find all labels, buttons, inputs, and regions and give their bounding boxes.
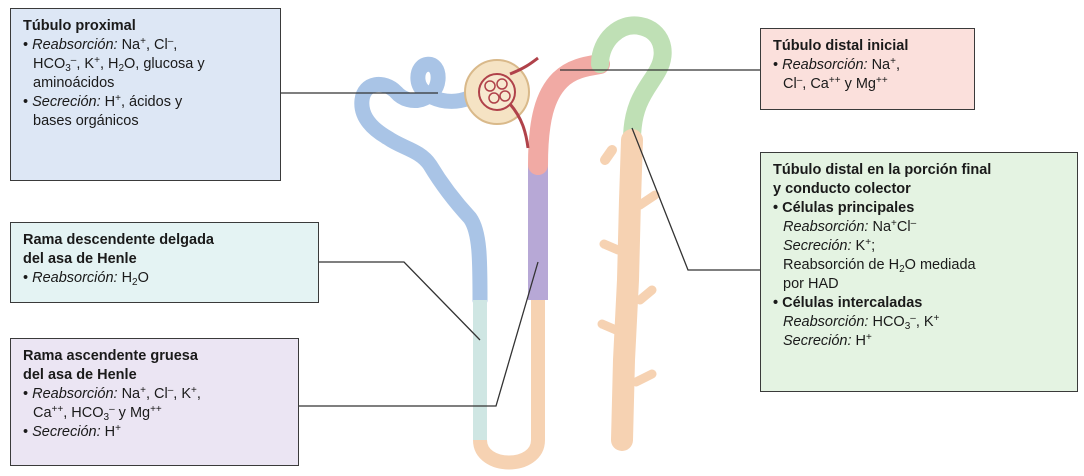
principal-cells-heading: • Células principales [773,199,1067,218]
ascending-reabsorption-line1: • Reabsorción: Na+, Cl–, K+, [23,385,288,404]
collecting-duct [602,140,655,440]
distal-initial-box: Túbulo distal inicial • Reabsorción: Na+… [760,28,975,110]
proximal-reabsorption-line1: • Reabsorción: Na+, Cl–, [23,36,270,55]
distal-initial-title: Túbulo distal inicial [773,37,964,56]
proximal-tubule [362,64,480,300]
principal-water-line1: Reabsorción de H2O mediada [773,256,1067,275]
principal-water-line2: por HAD [773,275,1067,294]
intercalated-reabsorption: Reabsorción: HCO3–, K+ [773,313,1067,332]
descending-reabsorption: • Reabsorción: H2O [23,269,308,288]
descending-title-line2: del asa de Henle [23,250,308,269]
principal-secretion: Secreción: K+; [773,237,1067,256]
proximal-secretion-line1: • Secreción: H+, ácidos y [23,93,270,112]
late-distal-tubule [600,25,663,140]
descending-limb-box: Rama descendente delgada del asa de Henl… [10,222,319,303]
intercalated-cells-heading: • Células intercaladas [773,294,1067,313]
ascending-title-line2: del asa de Henle [23,366,288,385]
initial-distal-tubule [538,64,600,165]
principal-reabsorption: Reabsorción: Na+Cl– [773,218,1067,237]
leader-ascending [299,262,538,406]
leader-descending [319,262,480,340]
proximal-reabsorption-line2: HCO3–, K+, H2O, glucosa y [23,55,270,74]
loop-bottom [480,440,538,463]
intercalated-secretion: Secreción: H+ [773,332,1067,351]
descending-title-line1: Rama descendente delgada [23,231,308,250]
ascending-reabsorption-line2: Ca++, HCO3– y Mg++ [23,404,288,423]
ascending-secretion: • Secreción: H+ [23,423,288,442]
distal-initial-reabsorption-line2: Cl–, Ca++ y Mg++ [773,75,964,94]
distal-final-title-line1: Túbulo distal en la porción final [773,161,1067,180]
proximal-title: Túbulo proximal [23,17,270,36]
ascending-title-line1: Rama ascendente gruesa [23,347,288,366]
ascending-limb-box: Rama ascendente gruesa del asa de Henle … [10,338,299,466]
proximal-tubule-box: Túbulo proximal • Reabsorción: Na+, Cl–,… [10,8,281,181]
proximal-secretion-line2: bases orgánicos [23,112,270,131]
distal-final-title-line2: y conducto colector [773,180,1067,199]
proximal-reabsorption-line3: aminoácidos [23,74,270,93]
distal-final-box: Túbulo distal en la porción final y cond… [760,152,1078,392]
distal-initial-reabsorption-line1: • Reabsorción: Na+, [773,56,964,75]
